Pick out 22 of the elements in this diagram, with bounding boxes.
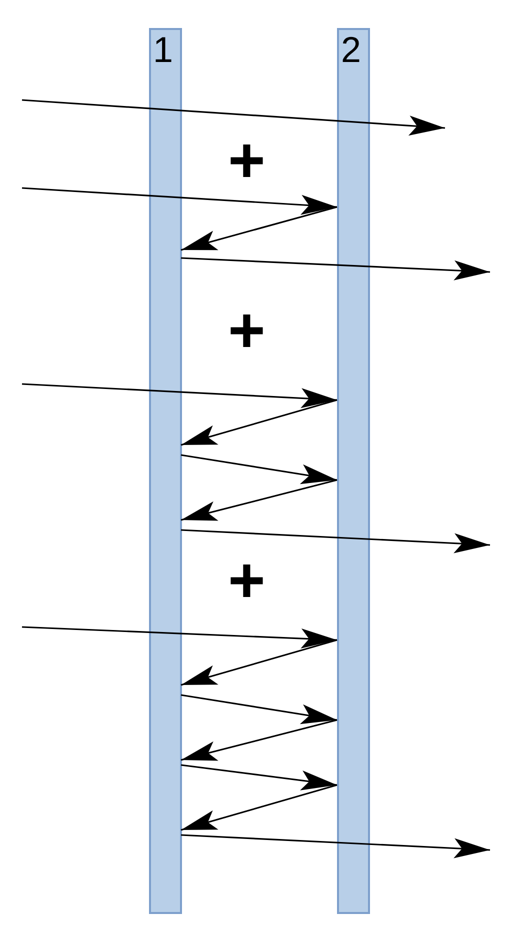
light-ray-arrow bbox=[180, 764, 338, 790]
light-ray-arrow bbox=[180, 784, 338, 831]
plate-number: 1 bbox=[152, 32, 174, 68]
light-ray-arrow bbox=[180, 694, 338, 724]
light-ray-arrow bbox=[180, 834, 490, 858]
plate-bar bbox=[149, 28, 182, 914]
light-ray-arrow bbox=[180, 529, 490, 554]
light-ray-arrow bbox=[22, 187, 338, 215]
light-ray-arrow bbox=[180, 399, 338, 446]
light-ray-arrow bbox=[22, 626, 338, 648]
plus-sign: + bbox=[228, 302, 266, 358]
light-ray-arrow bbox=[180, 479, 338, 521]
plate-number: 2 bbox=[340, 32, 362, 68]
light-ray-arrow bbox=[180, 257, 490, 280]
light-ray-arrow bbox=[180, 206, 338, 251]
light-ray-arrow bbox=[180, 454, 338, 484]
light-ray-arrow bbox=[180, 719, 338, 761]
light-ray-arrow bbox=[180, 639, 338, 686]
plate-bar bbox=[337, 28, 370, 914]
light-ray-arrow bbox=[22, 383, 338, 408]
plus-sign: + bbox=[228, 132, 266, 188]
plus-sign: + bbox=[228, 552, 266, 608]
